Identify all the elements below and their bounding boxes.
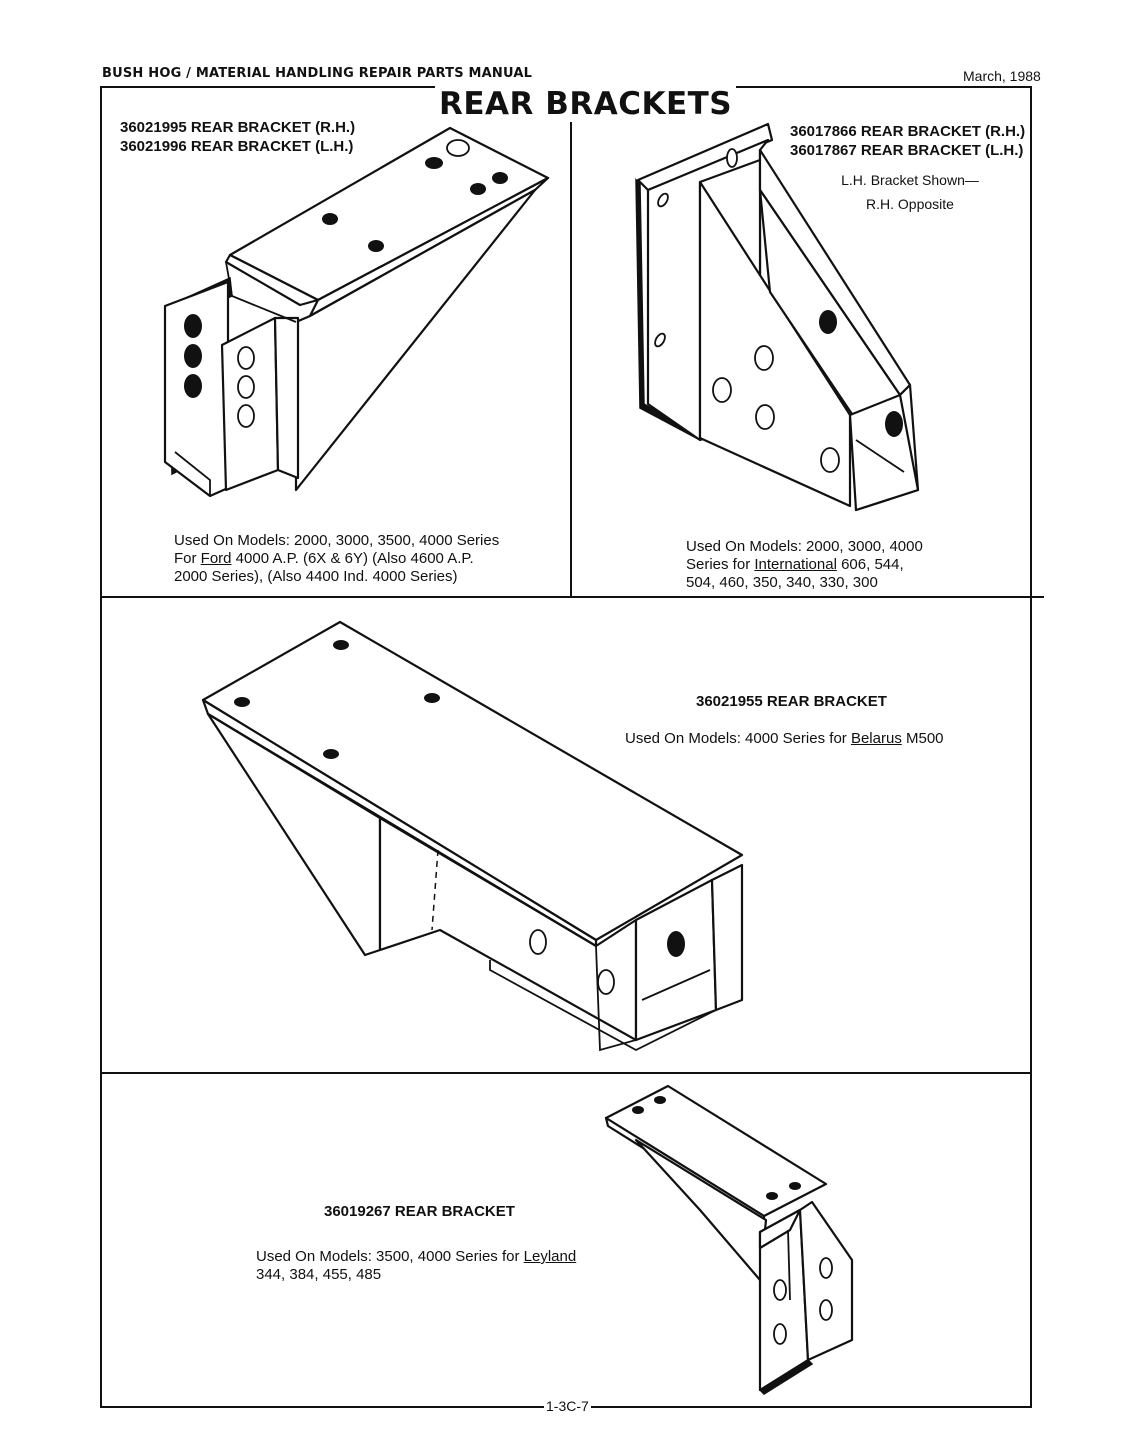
part-line: 36021995 REAR BRACKET (R.H.) [120, 119, 356, 136]
bracket-1-holes [184, 139, 508, 428]
note-line: R.H. Opposite [866, 196, 954, 212]
top-column-divider [570, 118, 572, 598]
used-on-models-3: Used On Models: 4000 Series for Belarus … [625, 730, 944, 748]
brand-link-leyland: Leyland [523, 1248, 577, 1265]
bracket-2-holes [654, 148, 903, 473]
part-numbers-rh-lh-2: 36017866 REAR BRACKET (R.H.) 36017867 RE… [790, 122, 1025, 160]
used-text: M500 [901, 730, 944, 747]
note-line: L.H. Bracket Shown— [841, 172, 979, 188]
used-text: 4000 A.P. (6X & 6Y) (Also 4600 A.P. [231, 550, 474, 567]
manual-title: BUSH HOG / MATERIAL HANDLING REPAIR PART… [102, 66, 533, 81]
bracket-4-holes [632, 1096, 833, 1345]
bracket-3-holes [234, 640, 685, 995]
used-on-models-4: Used On Models: 3500, 4000 Series for Le… [256, 1248, 576, 1284]
used-line: For Ford 4000 A.P. (6X & 6Y) (Also 4600 … [174, 550, 499, 568]
used-text: Series for [686, 556, 755, 573]
used-line: Used On Models: 3500, 4000 Series for Le… [256, 1248, 576, 1266]
part-numbers-rh-lh-1: 36021995 REAR BRACKET (R.H.) 36021996 RE… [120, 118, 355, 156]
used-text: Used On Models: 3500, 4000 Series for [256, 1248, 524, 1265]
section-divider-1 [100, 596, 1044, 598]
used-on-models-2: Used On Models: 2000, 3000, 4000 Series … [686, 538, 923, 592]
bracket-4-body [604, 1084, 854, 1395]
brand-link-ford: Ford [200, 550, 232, 567]
part-number-3: 36021955 REAR BRACKET [696, 693, 887, 710]
bracket-3-body [201, 620, 744, 1052]
page-title: REAR BRACKETS [435, 86, 737, 122]
bracket-shown-note: L.H. Bracket Shown— R.H. Opposite [820, 168, 1000, 216]
used-line: Used On Models: 2000, 3000, 3500, 4000 S… [174, 532, 500, 549]
used-on-models-1: Used On Models: 2000, 3000, 3500, 4000 S… [174, 532, 499, 586]
used-line: Series for International 606, 544, [686, 556, 923, 574]
used-text: 606, 544, [836, 556, 904, 573]
used-text: For [174, 550, 201, 567]
brand-link-belarus: Belarus [850, 730, 902, 747]
manual-date: March, 1988 [963, 68, 1041, 84]
brand-link-international: International [754, 556, 837, 573]
used-line: 2000 Series), (Also 4400 Ind. 4000 Serie… [174, 568, 458, 585]
part-line: 36021996 REAR BRACKET (L.H.) [120, 138, 354, 155]
used-line: 344, 384, 455, 485 [256, 1266, 382, 1283]
used-line: Used On Models: 2000, 3000, 4000 [686, 538, 923, 555]
part-number-4: 36019267 REAR BRACKET [324, 1203, 515, 1220]
used-text: Used On Models: 4000 Series for [625, 730, 851, 747]
part-line: 36017867 REAR BRACKET (L.H.) [790, 142, 1024, 159]
used-line: 504, 460, 350, 340, 330, 300 [686, 574, 878, 591]
bracket-2-body [635, 122, 920, 512]
section-divider-2 [100, 1072, 1032, 1074]
page-number: 1-3C-7 [544, 1398, 591, 1414]
part-line: 36017866 REAR BRACKET (R.H.) [790, 123, 1026, 140]
